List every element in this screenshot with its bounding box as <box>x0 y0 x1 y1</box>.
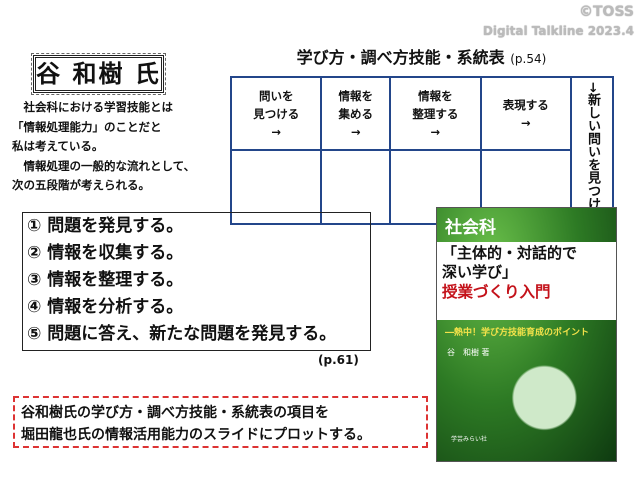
table-page-ref: (p.54) <box>510 52 547 66</box>
intro-line: 情報処理の一般的な流れとして、 <box>12 158 196 173</box>
book-cover: 社会科 「主体的・対話的で 深い学び」 授業づくり入門 ―熱中！学び方技能育成の… <box>436 207 617 462</box>
note-line: 堀田龍也氏の情報活用能力のスライドにプロットする。 <box>21 427 371 443</box>
step-item: ② 情報を収集する。 <box>27 243 184 263</box>
note-line: 谷和樹氏の学び方・調べ方技能・系統表の項目を <box>21 405 329 421</box>
author-name-box: 谷 和樹 氏 <box>31 53 166 95</box>
intro-line: 次の五段階が考えられる。 <box>12 178 150 192</box>
step-item: ⑤ 問題に答え、新たな問題を発見する。 <box>27 324 337 344</box>
book-publisher: 学芸みらい社 <box>451 436 488 443</box>
intro-line: 私は考えている。 <box>12 139 104 153</box>
table-title: 学び方・調べ方技能・系統表 (p.54) <box>230 44 613 68</box>
header-cell: 問いを見つける→ <box>229 76 323 151</box>
intro-line: 「情報処理能力」のことだと <box>12 119 162 134</box>
book-title-main: 授業づくり入門 <box>442 282 551 301</box>
book-title-panel: 「主体的・対話的で 深い学び」 授業づくり入門 <box>437 242 616 320</box>
header-cell: 表現する→ <box>479 76 573 151</box>
watermark-toss: ©TOSS <box>579 4 634 20</box>
note-box: 谷和樹氏の学び方・調べ方技能・系統表の項目を 堀田龍也氏の情報活用能力のスライド… <box>13 396 428 448</box>
header-cell: 情報を整理する→ <box>389 76 482 151</box>
step-item: ③ 情報を整理する。 <box>27 270 184 290</box>
watermark-talkline: Digital Talkline 2023.4 <box>482 24 634 38</box>
header-cell-vertical: →新しい問いを見つける <box>570 76 614 225</box>
skills-table: 問いを見つける→ 情報を集める→ 情報を整理する→ 表現する→ →新しい問いを見… <box>229 76 614 225</box>
steps-page-ref: (p.61) <box>318 353 359 367</box>
table-title-text: 学び方・調べ方技能・系統表 <box>296 48 505 67</box>
intro-line: 社会科における学習技能とは <box>12 100 173 114</box>
step-item: ① 問題を発見する。 <box>27 216 184 236</box>
steps-list: ① 問題を発見する。 ② 情報を収集する。 ③ 情報を整理する。 ④ 情報を分析… <box>22 212 371 351</box>
book-author: 谷 和樹 著 <box>447 348 490 357</box>
step-item: ④ 情報を分析する。 <box>27 297 184 317</box>
book-title-line: 「主体的・対話的で <box>442 244 578 262</box>
book-subtitle: ―熱中！学び方技能育成のポイント <box>445 328 590 338</box>
intro-text: 社会科における学習技能とは 「情報処理能力」のことだと 私は考えている。 情報処… <box>12 98 227 196</box>
book-title-line: 深い学び」 <box>442 263 518 281</box>
book-series: 社会科 <box>445 218 496 238</box>
header-cell: 情報を集める→ <box>320 76 392 151</box>
